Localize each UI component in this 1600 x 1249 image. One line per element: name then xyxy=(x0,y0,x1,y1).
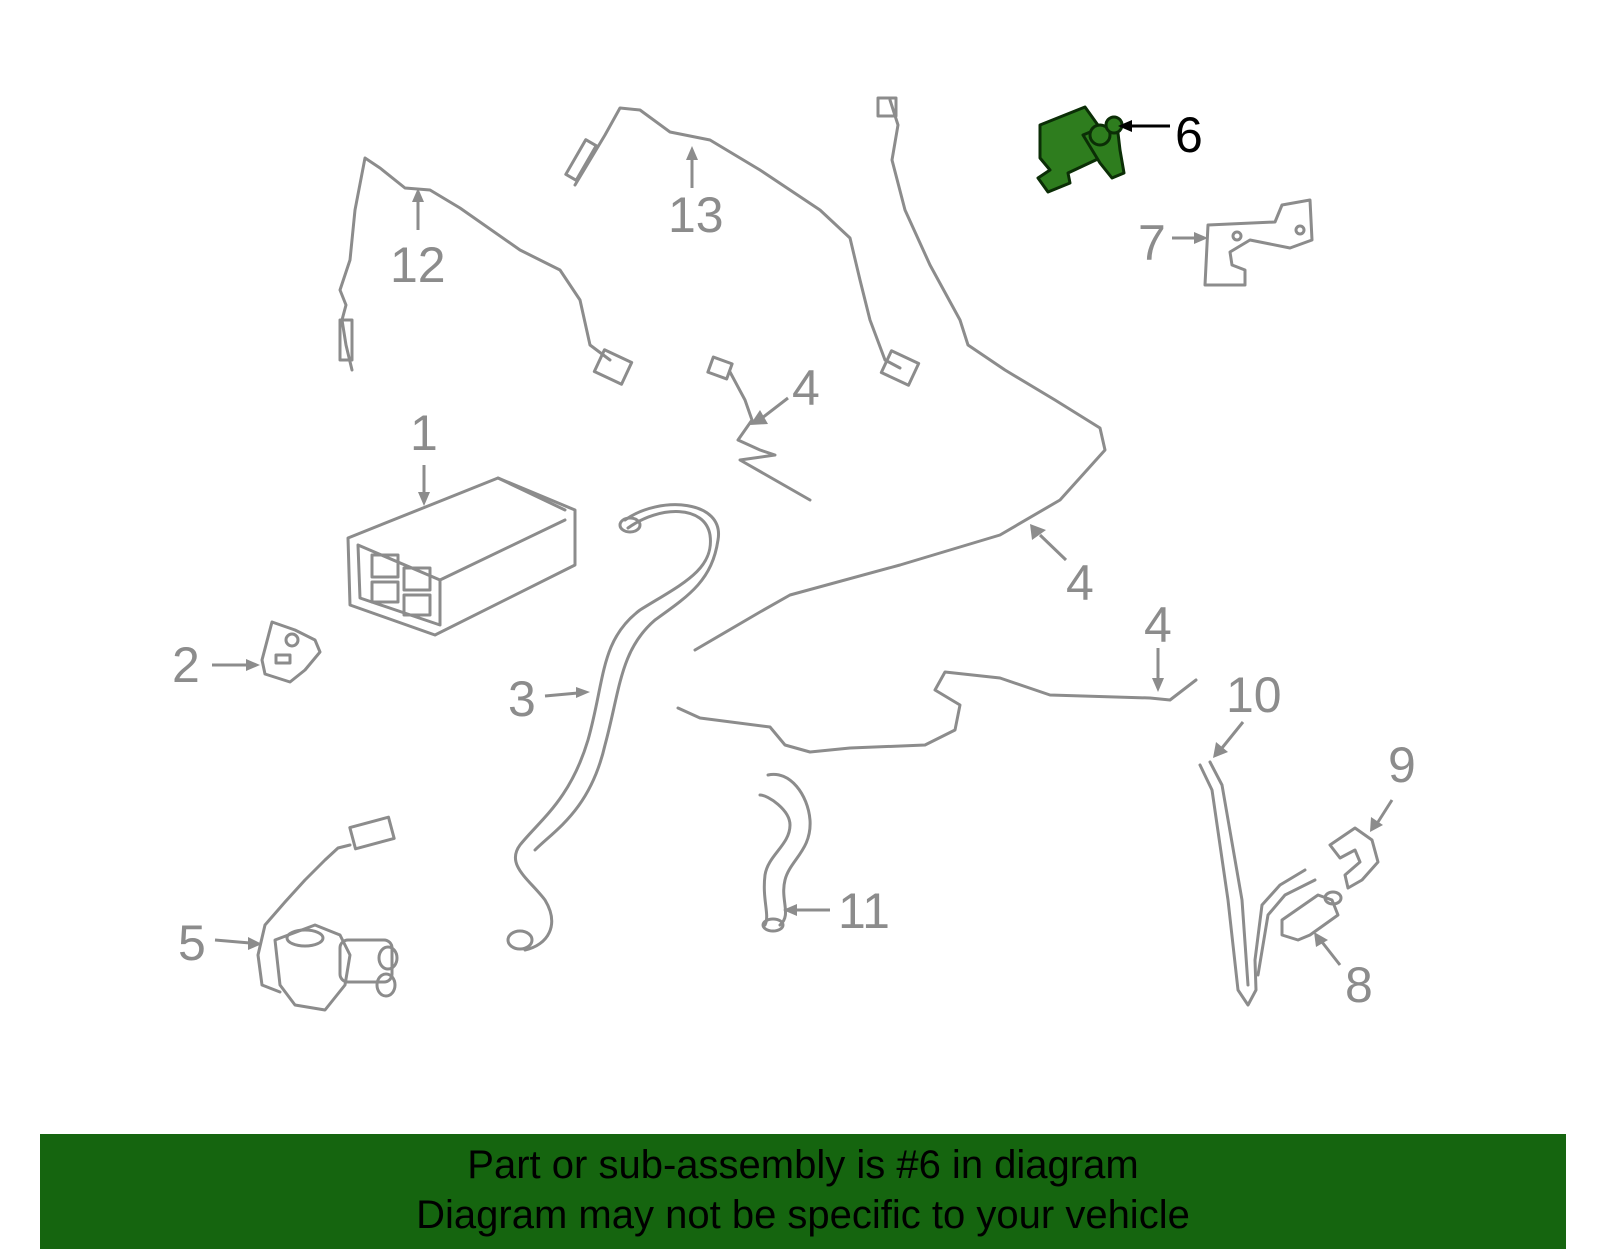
callout-11: 11 xyxy=(783,883,890,939)
part-13-oxygen-sensor[interactable] xyxy=(564,106,921,387)
callout-4c: 4 xyxy=(1144,597,1172,692)
part-3-hose[interactable] xyxy=(506,503,720,952)
part-1-canister[interactable] xyxy=(346,476,577,637)
part-10-tube[interactable] xyxy=(1198,760,1317,1007)
banner-line-2: Diagram may not be specific to your vehi… xyxy=(416,1193,1190,1237)
svg-text:10: 10 xyxy=(1226,667,1282,723)
svg-text:8: 8 xyxy=(1345,957,1373,1013)
svg-text:3: 3 xyxy=(508,671,536,727)
callout-5: 5 xyxy=(178,915,262,971)
callout-10: 10 xyxy=(1213,667,1282,758)
svg-text:2: 2 xyxy=(172,637,200,693)
svg-text:5: 5 xyxy=(178,915,206,971)
svg-text:4: 4 xyxy=(792,360,820,416)
part-4-vacuum-line[interactable] xyxy=(693,96,1107,652)
callout-6: 6 xyxy=(1118,107,1203,163)
part-8-cap[interactable] xyxy=(1280,890,1343,942)
svg-text:4: 4 xyxy=(1144,597,1172,653)
callout-4a: 4 xyxy=(750,360,820,425)
svg-text:13: 13 xyxy=(668,187,724,243)
svg-text:4: 4 xyxy=(1066,555,1094,611)
banner-line-1: Part or sub-assembly is #6 in diagram xyxy=(467,1143,1139,1187)
callout-13: 13 xyxy=(668,146,724,243)
svg-text:1: 1 xyxy=(410,405,438,461)
callout-12: 12 xyxy=(390,188,446,293)
part-7-bracket[interactable] xyxy=(1203,198,1314,287)
callout-7: 7 xyxy=(1138,215,1208,271)
part-5-pump[interactable] xyxy=(256,815,399,1012)
part-12-oxygen-sensor[interactable] xyxy=(338,156,634,386)
svg-text:7: 7 xyxy=(1138,215,1166,271)
callout-4b: 4 xyxy=(1030,524,1094,611)
part-11-hose[interactable] xyxy=(758,772,812,933)
part-6-purge-valve-highlighted[interactable] xyxy=(1036,105,1126,194)
svg-text:6: 6 xyxy=(1175,107,1203,163)
callout-2: 2 xyxy=(172,637,260,693)
callout-1: 1 xyxy=(410,405,438,506)
callout-3: 3 xyxy=(508,671,590,727)
svg-text:9: 9 xyxy=(1388,737,1416,793)
part-4-lower-vacuum-line[interactable] xyxy=(676,670,1198,754)
part-9-hose[interactable] xyxy=(1328,826,1380,890)
svg-text:12: 12 xyxy=(390,237,446,293)
info-banner: Part or sub-assembly is #6 in diagram Di… xyxy=(40,1134,1566,1249)
callout-9: 9 xyxy=(1370,737,1416,832)
part-4-small-hose[interactable] xyxy=(706,355,812,502)
part-2-bracket[interactable] xyxy=(260,620,322,684)
callout-8: 8 xyxy=(1314,932,1373,1013)
svg-text:11: 11 xyxy=(838,883,890,939)
